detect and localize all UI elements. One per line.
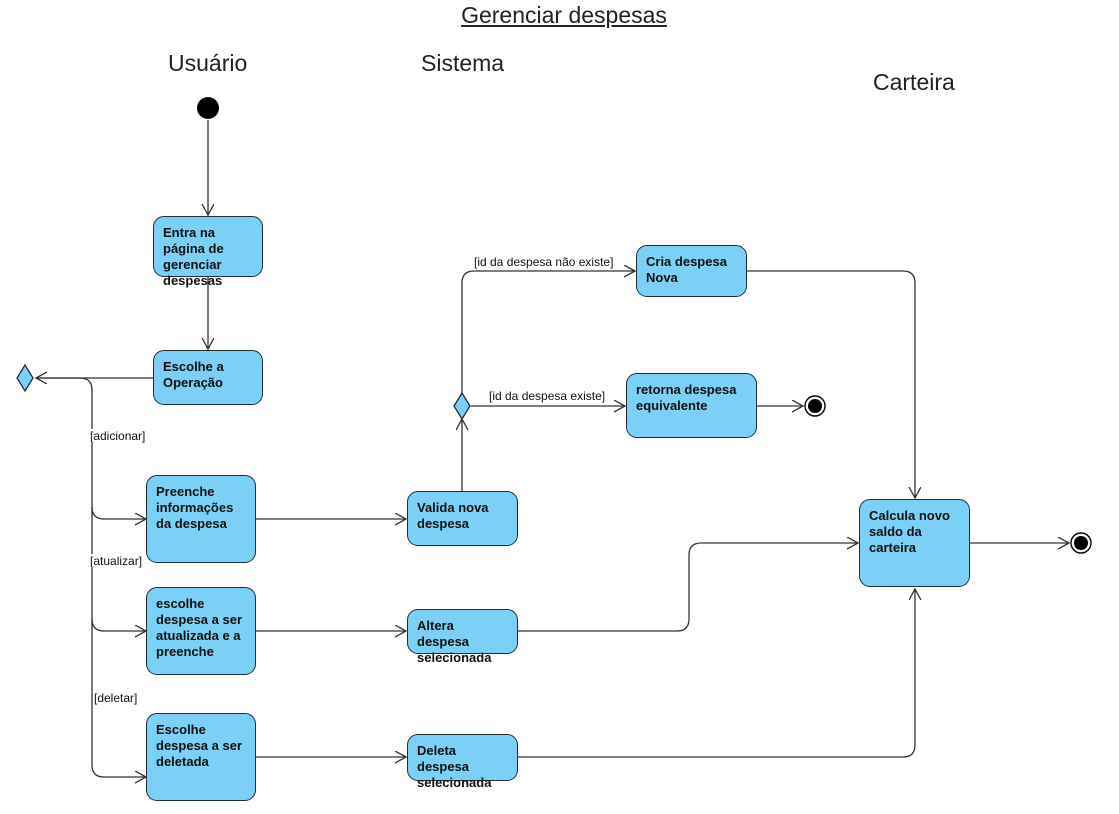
guard-id-nao-existe: [id da despesa não existe] (474, 255, 614, 269)
guard-atualizar: [atualizar] (90, 554, 143, 568)
initial-node (197, 97, 219, 119)
decision-operacao (16, 363, 34, 393)
lane-usuario: Usuário (168, 50, 248, 76)
final-node-calcula (1070, 532, 1092, 554)
action-deleta-despesa: Deleta despesa selecionada (407, 734, 518, 790)
edge-to-preenche (91, 506, 146, 519)
edge-decision2-cria (461, 271, 635, 393)
edge-to-atualizar (91, 618, 146, 631)
action-cria-despesa: Cria despesa Nova (636, 245, 747, 297)
action-escolhe-operacao: Escolhe a Operação (153, 350, 263, 405)
guard-deletar: [deletar] (94, 691, 138, 705)
edge-decision-branches (36, 377, 93, 765)
guard-adicionar: [adicionar] (90, 429, 146, 443)
diagram-title: Gerenciar despesas (461, 2, 667, 28)
action-preenche-informacoes: Preenche informações da despesa (146, 475, 256, 563)
final-node-retorna (804, 395, 826, 417)
decision-id-existe (453, 391, 471, 421)
action-valida-despesa: Valida nova despesa (407, 491, 518, 546)
lane-sistema: Sistema (421, 50, 505, 76)
edge-to-deletar (91, 764, 146, 777)
edge-deleta-calcula (518, 589, 915, 758)
edge-altera-calcula (518, 543, 858, 632)
action-calcula-saldo: Calcula novo saldo da carteira (859, 499, 970, 587)
action-altera-despesa: Altera despesa selecionada (407, 609, 518, 665)
edge-cria-calcula (747, 270, 915, 498)
action-retorna-despesa: retorna despesa equivalente (626, 373, 757, 438)
action-escolhe-deletar: Escolhe despesa a ser deletada (146, 713, 256, 801)
action-entra-pagina: Entra na página de gerenciar despesas (153, 216, 263, 288)
lane-carteira: Carteira (873, 69, 955, 95)
action-escolhe-atualizar: escolhe despesa a ser atualizada e a pre… (146, 587, 256, 675)
guard-id-existe: [id da despesa existe] (489, 389, 606, 403)
